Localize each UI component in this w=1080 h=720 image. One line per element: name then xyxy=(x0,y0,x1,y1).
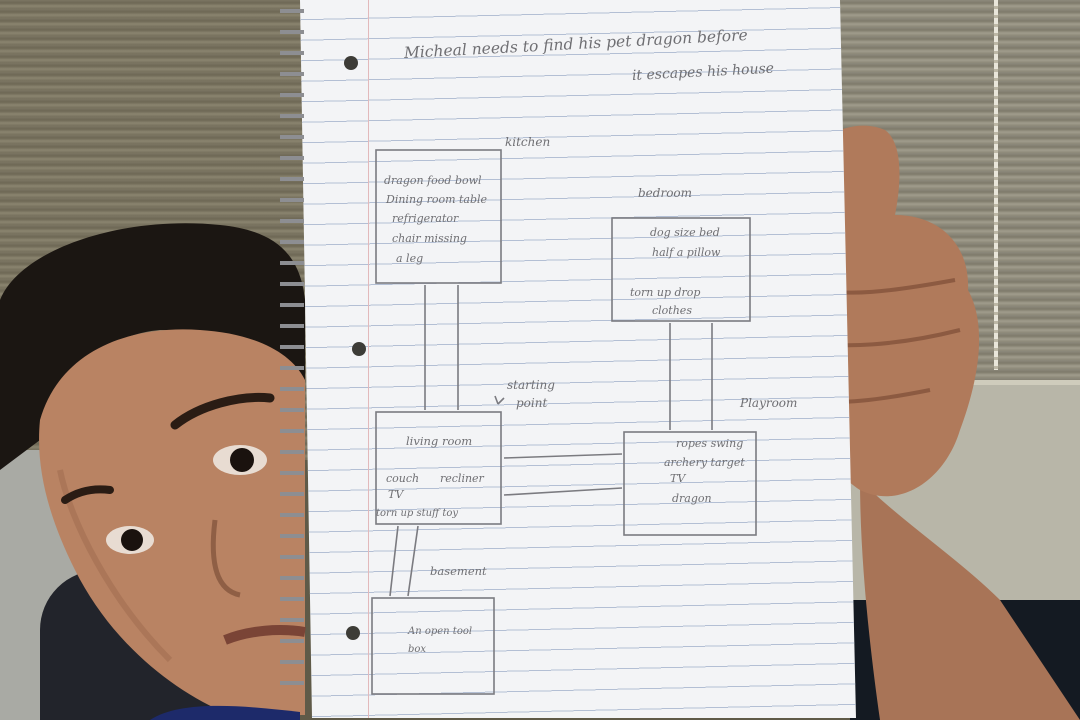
basement-item: An open tool xyxy=(408,626,473,637)
living-room-box xyxy=(375,411,502,525)
punch-hole xyxy=(352,342,366,356)
basement-item: box xyxy=(408,644,427,655)
arrow-icon xyxy=(494,395,505,405)
kitchen-item: Dining room table xyxy=(386,193,488,206)
kitchen-item: chair missing xyxy=(392,232,467,245)
bedroom-item: half a pillow xyxy=(652,246,721,259)
kitchen-item: refrigerator xyxy=(392,212,459,225)
nose xyxy=(210,519,241,598)
living-room-item: couch xyxy=(386,472,420,485)
living-room-label: living room xyxy=(406,434,473,448)
path-line xyxy=(503,453,623,496)
kitchen-box xyxy=(375,149,502,284)
path-line xyxy=(424,285,459,410)
punch-hole xyxy=(346,626,360,640)
kitchen-label: kitchen xyxy=(505,135,551,149)
playroom-item: ropes swing xyxy=(676,437,744,450)
living-room-item: recliner xyxy=(440,472,484,485)
blind-cord xyxy=(994,0,998,370)
bedroom-item: dog size bed xyxy=(650,226,720,239)
kitchen-item: dragon food bowl xyxy=(384,174,482,187)
playroom-item: dragon xyxy=(672,492,712,505)
playroom-item: archery target xyxy=(664,456,745,469)
bedroom-item: clothes xyxy=(652,304,692,317)
path-line xyxy=(389,525,419,597)
bedroom-box xyxy=(611,217,751,322)
bedroom-label: bedroom xyxy=(638,186,693,200)
path-label: point xyxy=(516,396,548,410)
arm xyxy=(860,480,1080,720)
spiral-binding xyxy=(280,0,304,700)
eyebrow-right xyxy=(170,393,275,430)
punch-hole xyxy=(344,56,358,70)
basement-label: basement xyxy=(430,564,487,578)
path-line xyxy=(669,323,713,430)
eyebrow-left xyxy=(61,485,114,504)
hair xyxy=(0,223,305,470)
playroom-box xyxy=(623,431,757,536)
living-room-item: torn up stuff toy xyxy=(376,508,459,519)
bedroom-item: torn up drop xyxy=(630,286,701,299)
margin-line xyxy=(368,0,369,718)
playroom-item: TV xyxy=(670,472,686,485)
kitchen-item: a leg xyxy=(396,252,424,265)
basement-box xyxy=(371,597,495,695)
playroom-label: Playroom xyxy=(740,396,798,410)
living-room-item: TV xyxy=(388,488,404,501)
shirt xyxy=(150,705,300,720)
face xyxy=(39,329,305,715)
path-label: starting xyxy=(507,378,555,392)
